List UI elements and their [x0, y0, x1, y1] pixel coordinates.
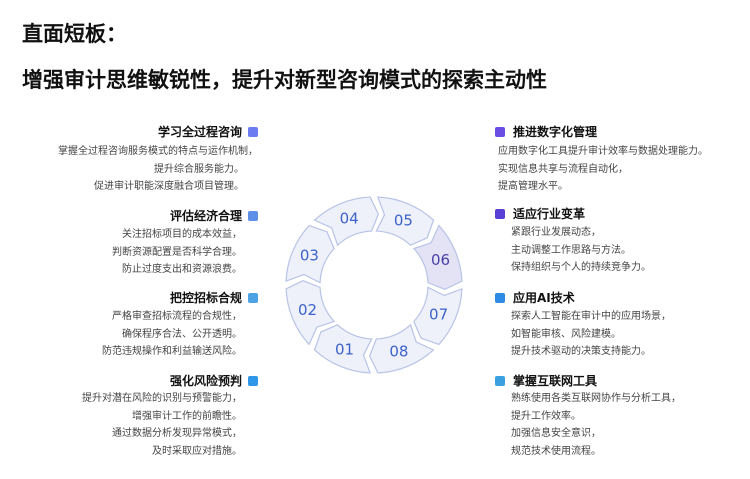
item-text: 通过数据分析发现异常模式，: [112, 428, 242, 439]
item-text: 紧跟行业发展动态，: [511, 227, 601, 238]
right-item-1: 推进数字化管理 应用数字化工具提升审计效率与数据处理能力。 实现信息共享与流程自…: [495, 124, 708, 196]
item-text: 促进审计职能深度融合项目管理。: [94, 181, 244, 192]
item-text: 主动调整工作思路与方法。: [511, 244, 631, 256]
item-text: 加强信息安全意识，: [511, 428, 601, 439]
cycle-number-08: 08: [389, 343, 408, 361]
cycle-segment-03: [285, 224, 335, 284]
item-title: 掌握互联网工具: [513, 374, 598, 388]
item-text: 实现信息共享与流程自动化，: [498, 163, 628, 175]
right-item-3: 应用AI技术 探索人工智能在审计中的应用场景， 如智能审核、风险建模。 提升技术…: [495, 290, 671, 361]
item-text: 规范技术使用流程。: [511, 445, 601, 457]
item-text: 关注招标项目的成本效益，: [122, 229, 242, 240]
section-heading: 直面短板：: [22, 22, 127, 46]
cycle-segment-07: [413, 286, 463, 346]
item-title: 适应行业变革: [513, 207, 586, 221]
square-bullet-icon: [495, 209, 505, 219]
cycle-segment-06: [412, 224, 463, 290]
square-bullet-icon: [248, 376, 258, 386]
item-title: 学习全过程咨询: [157, 125, 242, 139]
item-title: 把控招标合规: [169, 291, 242, 305]
item-text: 提高管理水平。: [498, 181, 568, 192]
square-bullet-icon: [495, 127, 505, 137]
item-text: 提升技术驱动的决策支持能力。: [511, 346, 651, 357]
item-text: 提升对潜在风险的识别与预警能力，: [82, 393, 242, 404]
cycle-number-01: 01: [335, 341, 354, 359]
item-text: 防止过度支出和资源浪费。: [122, 264, 242, 275]
item-text: 探索人工智能在审计中的应用场景，: [511, 311, 671, 322]
cycle-number-02: 02: [298, 301, 317, 319]
item-title: 评估经济合理: [169, 209, 242, 223]
item-text: 掌握全过程咨询服务模式的特点与运作机制，: [58, 146, 258, 157]
left-item-2: 评估经济合理 关注招标项目的成本效益， 判断资源配置是否科学合理。 防止过度支出…: [112, 208, 258, 279]
square-bullet-icon: [248, 293, 258, 303]
page-title: 增强审计思维敏锐性，提升对新型咨询模式的探索主动性: [22, 68, 547, 92]
item-text: 判断资源配置是否科学合理。: [112, 246, 242, 258]
item-text: 提升工作效率。: [511, 410, 581, 422]
cycle-number-03: 03: [300, 247, 319, 265]
item-text: 确保程序合法、公开透明。: [122, 328, 242, 340]
square-bullet-icon: [495, 293, 505, 303]
square-bullet-icon: [248, 127, 258, 137]
item-text: 严格审查招标流程的合规性，: [112, 311, 242, 322]
cycle-segment-05: [375, 196, 435, 246]
cycle-number-07: 07: [429, 305, 448, 323]
item-text: 防范违规操作和利益输送风险。: [102, 346, 242, 357]
right-item-4: 掌握互联网工具 熟练使用各类互联网协作与分析工具， 提升工作效率。 加强信息安全…: [495, 373, 681, 460]
cycle-segment-01: [313, 324, 373, 374]
item-text: 增强审计工作的前瞻性。: [132, 410, 242, 422]
item-text: 提升综合服务能力。: [154, 163, 244, 175]
item-title: 强化风险预判: [169, 374, 242, 388]
left-item-1: 学习全过程咨询 掌握全过程咨询服务模式的特点与运作机制， 提升综合服务能力。 促…: [58, 124, 258, 196]
left-item-4: 强化风险预判 提升对潜在风险的识别与预警能力， 增强审计工作的前瞻性。 通过数据…: [82, 373, 258, 460]
item-text: 及时采取应对措施。: [152, 445, 242, 457]
cycle-segment-04: [313, 196, 379, 247]
cycle-segment-08: [369, 323, 435, 374]
cycle-number-04: 04: [340, 209, 359, 227]
item-title: 推进数字化管理: [513, 125, 598, 139]
right-item-2: 适应行业变革 紧跟行业发展动态， 主动调整工作思路与方法。 保持组织与个人的持续…: [495, 206, 651, 277]
cycle-segment-02: [285, 280, 336, 346]
item-text: 如智能审核、风险建模。: [511, 328, 621, 340]
left-item-3: 把控招标合规 严格审查招标流程的合规性， 确保程序合法、公开透明。 防范违规操作…: [102, 290, 258, 361]
item-title: 应用AI技术: [513, 291, 575, 305]
square-bullet-icon: [248, 211, 258, 221]
item-text: 应用数字化工具提升审计效率与数据处理能力。: [498, 146, 708, 157]
cycle-number-06: 06: [431, 251, 450, 269]
item-text: 保持组织与个人的持续竞争力。: [511, 262, 651, 273]
square-bullet-icon: [495, 376, 505, 386]
item-text: 熟练使用各类互联网协作与分析工具，: [511, 393, 681, 404]
cycle-number-05: 05: [394, 211, 413, 229]
